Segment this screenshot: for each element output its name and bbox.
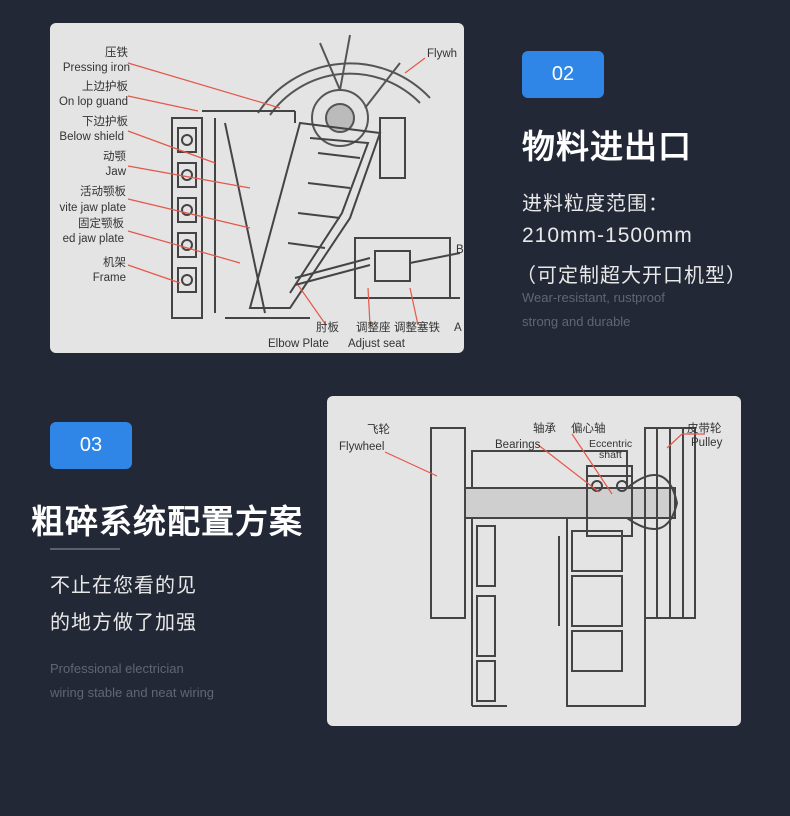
label-adjust-seat-cn: 调整座 [356, 320, 391, 334]
label-pulley-cn: 皮带轮 [687, 421, 722, 435]
label-jaw-en: Jaw [106, 166, 127, 178]
label-jaw-cn: 动颚 [103, 150, 126, 163]
label-eccentric-en-2: shaft [599, 449, 622, 461]
section-03-badge: 03 [50, 422, 132, 469]
label-adjust-iron-cn: 调整塞铁 [394, 320, 440, 334]
crusher-section-diagram: 压铁 Pressing iron 上边护板 On lop guand 下边护板 … [50, 23, 464, 353]
section-02-line-1: 进料粒度范围： [522, 191, 669, 215]
section-03-line-1: 不止在您看的见 [50, 573, 197, 597]
section-03-en-2: wiring stable and neat wiring [50, 685, 215, 700]
label-flywheel-en: Flywh [427, 48, 457, 60]
label-right-b: B [456, 244, 464, 256]
label-below-shield-en: Below shield [59, 131, 124, 143]
section-03-title: 粗碎系统配置方案 [31, 502, 303, 541]
label-elbow-cn: 肘板 [316, 320, 339, 334]
label-bearings-cn: 轴承 [533, 421, 556, 435]
section-02-en-2: strong and durable [522, 314, 631, 329]
section-02-badge: 02 [522, 51, 604, 98]
label-movable-plate-cn: 活动颚板 [80, 184, 126, 198]
label-movable-plate-en: vite jaw plate [60, 202, 126, 214]
section-02-en-1: Wear-resistant, rustproof [522, 290, 665, 305]
label-flywheel-en: Flywheel [339, 441, 384, 453]
section-03-en-1: Professional electrician [50, 661, 184, 676]
label-eccentric-cn: 偏心轴 [571, 421, 606, 435]
label-right-a: A [454, 322, 462, 334]
section-02-line-3: （可定制超大开口机型） [516, 263, 747, 287]
label-elbow-en: Elbow Plate [268, 338, 329, 350]
label-pressing-iron-cn: 压铁 [105, 46, 128, 59]
label-frame-cn: 机架 [103, 255, 126, 269]
label-below-shield-cn: 下边护板 [82, 114, 128, 128]
label-fixed-plate-cn: 固定颚板 [78, 216, 124, 230]
label-frame-en: Frame [93, 272, 126, 284]
label-top-guard-en: On lop guand [59, 96, 128, 108]
label-pulley-en: Pulley [691, 437, 723, 449]
shaft-assembly-diagram: 飞轮 Flywheel 轴承 Bearings 偏心轴 Eccentric sh… [327, 396, 741, 726]
label-flywheel-cn: 飞轮 [367, 422, 390, 436]
label-fixed-plate-en: ed jaw plate [63, 233, 124, 245]
section-02-title: 物料进出口 [522, 127, 692, 166]
label-adjust-seat-en: Adjust seat [348, 338, 406, 350]
section-03-divider [50, 548, 120, 550]
label-bearings-en: Bearings [495, 439, 541, 451]
label-eccentric-en-1: Eccentric [589, 438, 632, 450]
label-top-guard-cn: 上边护板 [82, 79, 128, 93]
section-02-line-2: 210mm-1500mm [522, 224, 693, 247]
label-pressing-iron-en: Pressing iron [63, 62, 130, 74]
section-03-line-2: 的地方做了加强 [50, 610, 197, 634]
